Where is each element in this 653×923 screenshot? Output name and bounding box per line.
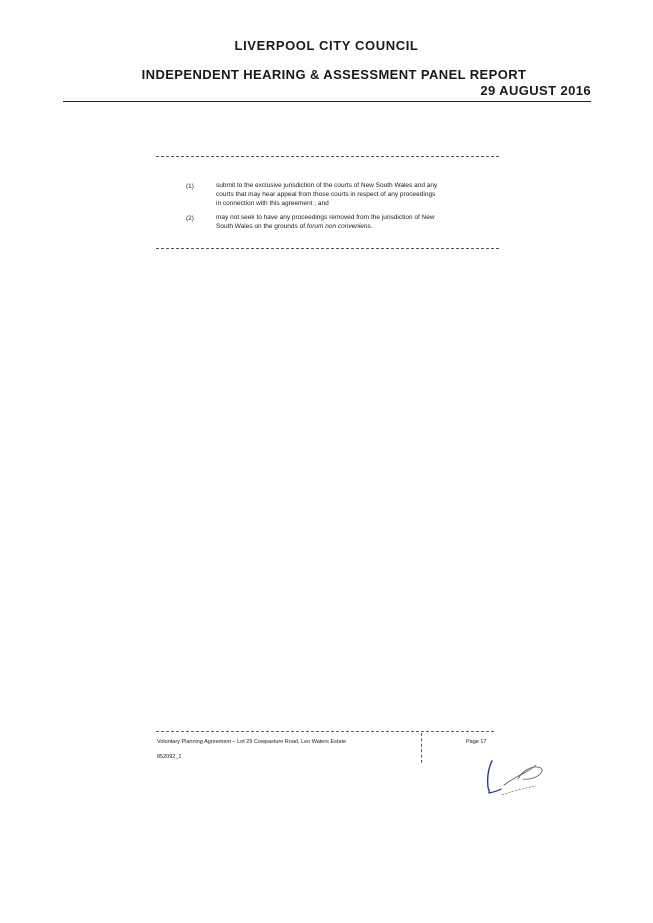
footer-reference: 852092_1 <box>157 754 182 760</box>
clause-1-line-1: submit to the exclusive jurisdiction of … <box>216 182 438 189</box>
clause-2-line-2-end: . <box>370 223 373 230</box>
clause-number-2: (2) <box>186 215 194 222</box>
clause-text-2: may not seek to have any proceedings rem… <box>216 213 500 231</box>
footer-page-number: Page 17 <box>466 739 487 745</box>
clause-1-line-3: in connection with this agreement ; and <box>216 200 329 207</box>
header-divider <box>63 101 591 102</box>
clause-2-line-2-text: South Wales on the grounds of <box>216 223 307 230</box>
clause-2-line-1: may not seek to have any proceedings rem… <box>216 214 435 221</box>
clause-2-line-2: South Wales on the grounds of forum non … <box>216 222 500 231</box>
footer-divider <box>156 731 494 732</box>
council-name: LIVERPOOL CITY COUNCIL <box>234 38 419 53</box>
report-title: INDEPENDENT HEARING & ASSESSMENT PANEL R… <box>141 67 527 82</box>
footer-document-title: Voluntary Planning Agreement – Lot 29 Co… <box>157 739 347 745</box>
clause-1-line-2: courts that may hear appeal from those c… <box>216 191 436 198</box>
clause-bottom-rule <box>156 248 499 249</box>
report-date: 29 AUGUST 2016 <box>480 83 591 98</box>
clause-top-rule <box>156 156 499 157</box>
clause-number-1: (1) <box>186 183 194 190</box>
signature-mark <box>486 760 543 796</box>
clause-2-legal-term: forum non conveniens <box>306 223 371 230</box>
clause-text-1: submit to the exclusive jurisdiction of … <box>216 181 500 208</box>
footer-column-divider <box>421 733 422 763</box>
